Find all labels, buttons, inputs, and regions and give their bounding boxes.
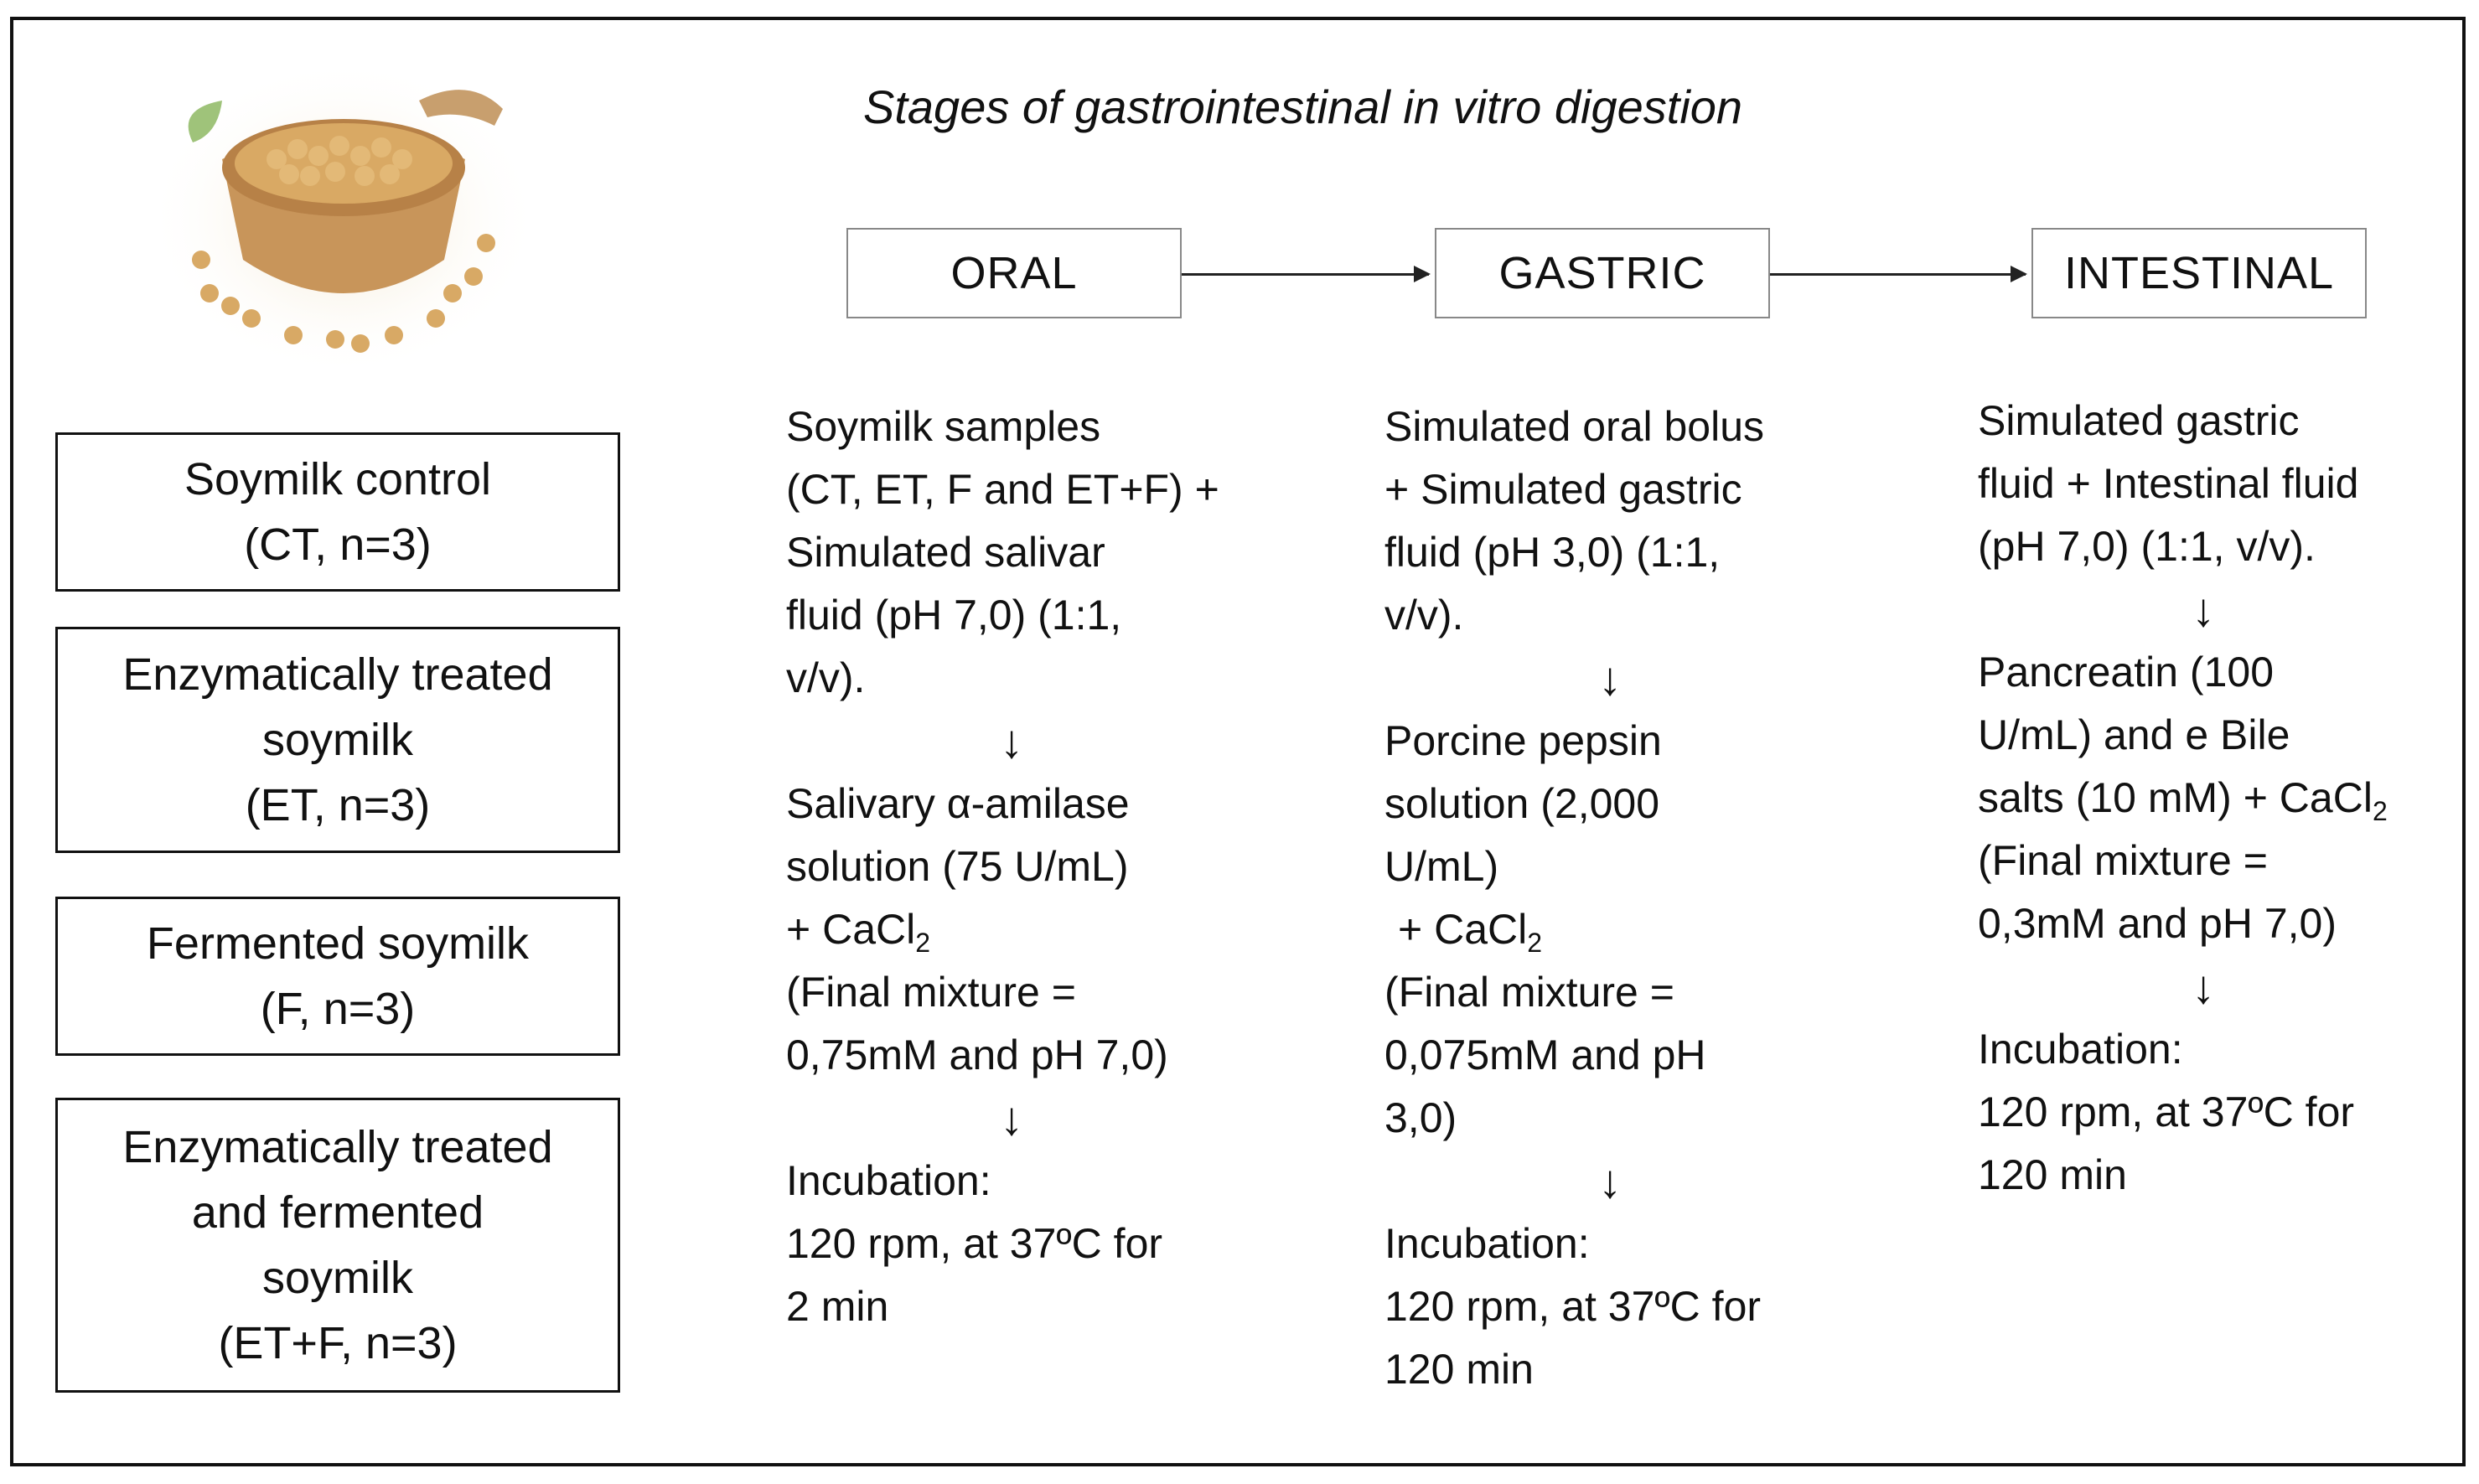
sample-line: Fermented soymilk (146, 918, 530, 969)
oral-text: fluid (pH 7,0) (1:1, (786, 592, 1122, 639)
sample-line: (ET, n=3) (245, 780, 431, 830)
intestinal-text: fluid + Intestinal fluid (1978, 460, 2359, 507)
gastric-cacl-text: + CaCl (1398, 906, 1528, 953)
down-arrow-icon: ↓ (1000, 715, 1023, 768)
stage-oral: ORAL (846, 228, 1182, 318)
sample-line: and fermented (191, 1187, 484, 1238)
intestinal-text: 0,3mM and pH 7,0) (1978, 900, 2337, 947)
gastric-text: 120 min (1384, 1346, 1534, 1393)
stage-intestinal: INTESTINAL (2031, 228, 2367, 318)
intestinal-text: 120 min (1978, 1151, 2127, 1198)
gastric-text: Incubation: (1384, 1220, 1590, 1267)
down-arrow-icon: ↓ (2192, 960, 2215, 1013)
down-arrow-icon: ↓ (1598, 1155, 1622, 1207)
gastric-text: v/v). (1384, 592, 1464, 639)
intestinal-text: Simulated gastric (1978, 397, 2300, 444)
gastric-protocol: Simulated oral bolus + Simulated gastric… (1384, 396, 1854, 1401)
sample-box-fermented: Fermented soymilk (F, n=3) (55, 897, 620, 1056)
subscript-2: 2 (2372, 796, 2388, 826)
gastric-text: U/mL) (1384, 843, 1499, 890)
sample-line: (F, n=3) (260, 984, 416, 1034)
sample-box-enzymatic: Enzymatically treated soymilk (ET, n=3) (55, 627, 620, 853)
subscript-2: 2 (1527, 928, 1543, 958)
oral-text: Incubation: (786, 1157, 991, 1204)
intestinal-text: U/mL) and e Bile (1978, 711, 2290, 758)
oral-text: 2 min (786, 1283, 889, 1330)
arrow-gastric-to-intestinal (1770, 266, 2027, 282)
intestinal-text: 120 rpm, at 37ºC for (1978, 1088, 2355, 1135)
gastric-text: + Simulated gastric (1384, 466, 1742, 513)
oral-text: + CaCl2 (786, 898, 1255, 961)
down-arrow-icon: ↓ (2192, 583, 2215, 636)
oral-text: Simulated salivar (786, 529, 1105, 576)
gastric-text: fluid (pH 3,0) (1:1, (1384, 529, 1721, 576)
oral-protocol: Soymilk samples (CT, ET, F and ET+F) + S… (786, 396, 1255, 1338)
oral-text: 120 rpm, at 37ºC for (786, 1220, 1163, 1267)
soybean-bowl-image (147, 59, 541, 377)
sample-line: soymilk (261, 715, 413, 765)
gastric-text: solution (2,000 (1384, 780, 1660, 827)
gastric-text: 0,075mM and pH (1384, 1032, 1706, 1078)
oral-text: solution (75 U/mL) (786, 843, 1129, 890)
stage-gastric: GASTRIC (1435, 228, 1770, 318)
gastric-text: 3,0) (1384, 1094, 1457, 1141)
sample-box-control: Soymilk control (CT, n=3) (55, 432, 620, 592)
gastric-text: (Final mixture = (1384, 969, 1674, 1016)
oral-text: Soymilk samples (786, 403, 1101, 450)
intestinal-text: (pH 7,0) (1:1, v/v). (1978, 523, 2316, 570)
oral-text: (CT, ET, F and ET+F) + (786, 466, 1219, 513)
intestinal-text: Incubation: (1978, 1026, 2183, 1073)
gastric-text: 120 rpm, at 37ºC for (1384, 1283, 1762, 1330)
sample-line: (CT, n=3) (244, 520, 432, 570)
intestinal-text: Pancreatin (100 (1978, 649, 2275, 695)
gastric-text: + CaCl2 (1384, 898, 1854, 961)
intestinal-text: salts (10 mM) + CaCl2 (1978, 767, 2464, 830)
intestinal-protocol: Simulated gastric fluid + Intestinal flu… (1978, 390, 2464, 1207)
sample-line: Enzymatically treated (122, 649, 553, 700)
oral-text: Salivary α-amilase (786, 780, 1130, 827)
oral-text: 0,75mM and pH 7,0) (786, 1032, 1168, 1078)
oral-cacl-text: + CaCl (786, 906, 916, 953)
oral-text: (Final mixture = (786, 969, 1076, 1016)
sample-line: (ET+F, n=3) (218, 1318, 458, 1368)
sample-line: Enzymatically treated (122, 1122, 553, 1172)
oral-text: v/v). (786, 654, 866, 701)
diagram-title: Stages of gastrointestinal in vitro dige… (863, 80, 1743, 133)
arrow-oral-to-gastric (1182, 266, 1431, 282)
sample-line: Soymilk control (184, 454, 492, 504)
down-arrow-icon: ↓ (1000, 1092, 1023, 1145)
down-arrow-icon: ↓ (1598, 652, 1622, 705)
sample-line: soymilk (261, 1253, 413, 1303)
intestinal-text: (Final mixture = (1978, 837, 2268, 884)
intestinal-cacl-text: salts (10 mM) + CaCl (1978, 774, 2373, 821)
subscript-2: 2 (915, 928, 931, 958)
gastric-text: Porcine pepsin (1384, 717, 1662, 764)
sample-box-enzymatic-fermented: Enzymatically treated and fermented soym… (55, 1098, 620, 1393)
gastric-text: Simulated oral bolus (1384, 403, 1765, 450)
figure-frame (10, 17, 2466, 1466)
